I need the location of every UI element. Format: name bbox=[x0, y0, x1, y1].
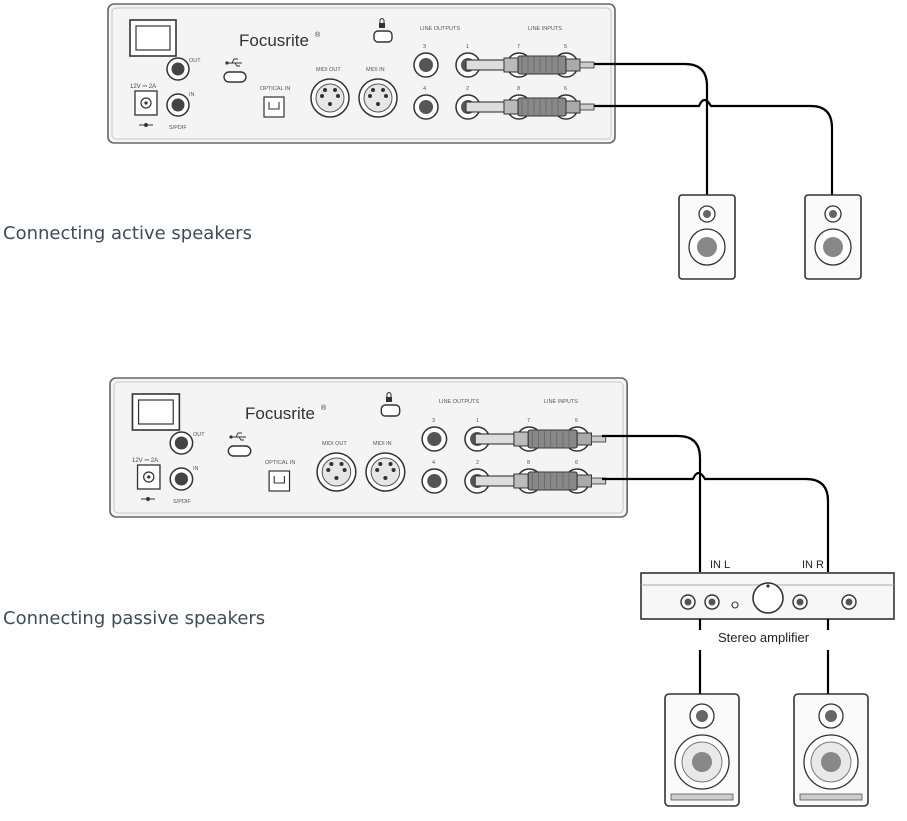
input-8-label: 8 bbox=[527, 460, 530, 466]
input-6-label: 6 bbox=[564, 86, 567, 92]
spdif-in-label: IN bbox=[189, 92, 195, 98]
brand-mark: ® bbox=[321, 404, 327, 412]
output-4-label: 4 bbox=[423, 86, 426, 92]
caption-active-speakers: Connecting active speakers bbox=[3, 223, 252, 244]
active-speaker-right bbox=[804, 194, 862, 280]
input-5-label: 5 bbox=[564, 44, 567, 50]
active-speaker-left bbox=[678, 194, 736, 280]
spdif-in-label: IN bbox=[193, 466, 199, 472]
lock-icon bbox=[386, 392, 392, 402]
cable-left-bottom bbox=[602, 434, 702, 572]
output-2-label: 2 bbox=[466, 86, 469, 92]
line-outputs-label: LINE OUTPUTS bbox=[420, 26, 460, 32]
line-outputs-label: LINE OUTPUTS bbox=[439, 399, 479, 405]
output-3-label: 3 bbox=[432, 418, 435, 424]
usb-icon bbox=[229, 432, 246, 441]
spdif-out-label: OUT bbox=[189, 58, 201, 64]
output-1-label: 1 bbox=[466, 44, 469, 50]
usb-icon bbox=[225, 58, 242, 67]
input-5-label: 5 bbox=[575, 418, 578, 424]
optical-in-label: OPTICAL IN bbox=[260, 86, 290, 92]
line-inputs-label: LINE INPUTS bbox=[544, 399, 578, 405]
power-polarity-icon bbox=[141, 497, 155, 501]
input-7-label: 7 bbox=[527, 418, 530, 424]
optical-in-label: OPTICAL IN bbox=[265, 460, 295, 466]
line-inputs-label: LINE INPUTS bbox=[528, 26, 562, 32]
input-6-label: 6 bbox=[575, 460, 578, 466]
output-2-label: 2 bbox=[476, 460, 479, 466]
cable-right-top bbox=[594, 98, 834, 196]
spdif-label: S/PDIF bbox=[169, 125, 187, 131]
caption-passive-speakers: Connecting passive speakers bbox=[3, 608, 266, 629]
power-label: 12V ⎓ 2A bbox=[132, 458, 158, 464]
input-8-label: 8 bbox=[517, 86, 520, 92]
midi-out-label: MIDI OUT bbox=[316, 67, 341, 73]
interface-back-panel-top: Focusrite ® 12V ⎓ 2A OUT IN S/PDIF OPTIC… bbox=[107, 3, 616, 144]
midi-in-label: MIDI IN bbox=[373, 441, 392, 447]
output-3-label: 3 bbox=[423, 44, 426, 50]
output-1-label: 1 bbox=[476, 418, 479, 424]
brand-mark: ® bbox=[315, 31, 321, 39]
input-7-label: 7 bbox=[517, 44, 520, 50]
spdif-out-label: OUT bbox=[193, 432, 205, 438]
passive-speaker-left bbox=[664, 693, 740, 807]
output-4-label: 4 bbox=[432, 460, 435, 466]
passive-speaker-right bbox=[793, 693, 869, 807]
amp-in-r-label: IN R bbox=[802, 559, 824, 571]
spdif-label: S/PDIF bbox=[173, 499, 191, 505]
power-polarity-icon bbox=[139, 123, 153, 127]
power-label: 12V ⎓ 2A bbox=[130, 84, 156, 90]
stereo-amplifier bbox=[640, 572, 895, 620]
midi-out-label: MIDI OUT bbox=[322, 441, 347, 447]
midi-in-label: MIDI IN bbox=[366, 67, 385, 73]
amp-in-l-label: IN L bbox=[710, 559, 730, 571]
lock-icon bbox=[379, 18, 385, 28]
cable-right-bottom bbox=[602, 471, 830, 572]
brand-logo: Focusrite bbox=[245, 404, 315, 423]
cable-left-top bbox=[594, 62, 709, 196]
interface-back-panel-bottom: Focusrite ® 12V ⎓ 2A OUT IN S/PDIF OPTIC… bbox=[109, 377, 628, 518]
amp-label: Stereo amplifier bbox=[718, 630, 810, 645]
brand-logo: Focusrite bbox=[239, 31, 309, 50]
